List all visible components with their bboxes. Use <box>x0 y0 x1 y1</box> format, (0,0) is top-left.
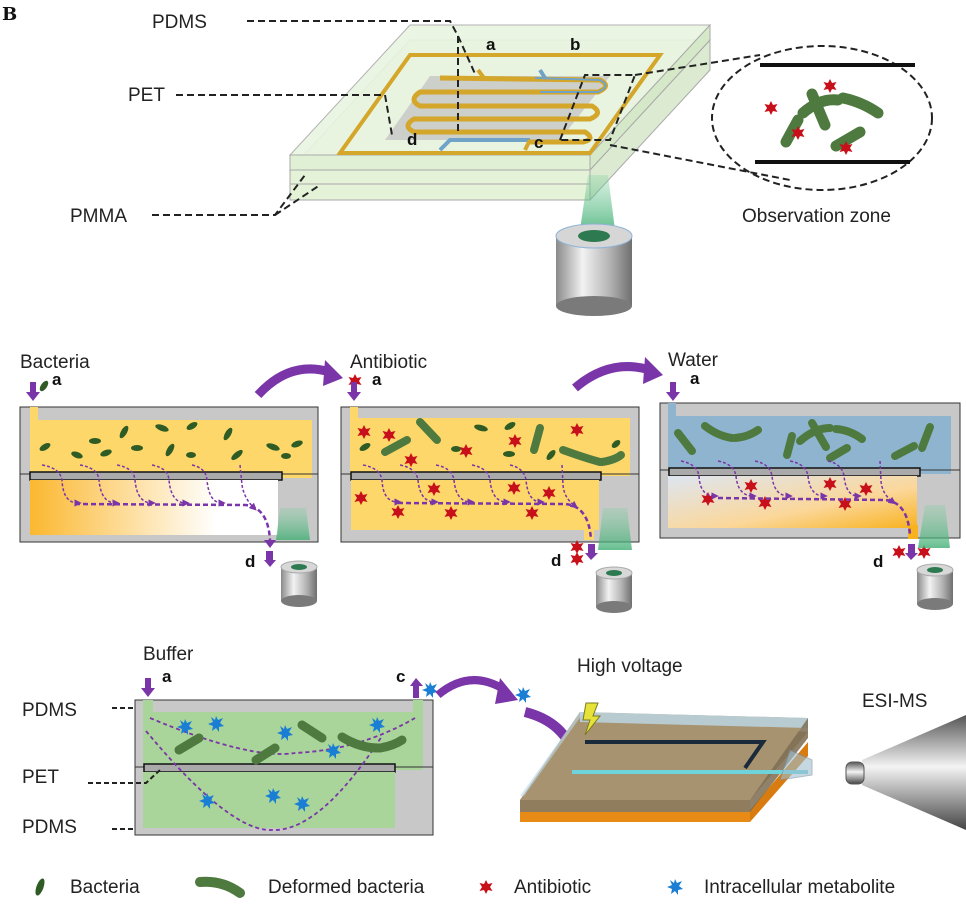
panel-label: B <box>2 4 17 25</box>
detector-top <box>555 223 633 316</box>
legend-label-metabolite: Intracellular metabolite <box>704 877 895 898</box>
bacteria-icon <box>35 878 45 896</box>
step-title-water: Water <box>668 350 719 371</box>
flow-arrow-1 <box>254 364 332 399</box>
observation-zone-caption: Observation zone <box>742 206 891 227</box>
transfer-arrow-head-1 <box>495 678 518 704</box>
bottom-layer-label-pdms-bottom: PDMS <box>22 817 77 838</box>
port-label-a: a <box>486 35 496 54</box>
inlet-label-a: a <box>372 370 382 389</box>
outlet-label-d: d <box>873 552 883 571</box>
port-label-b: b <box>570 35 580 54</box>
leader-lines <box>152 20 933 216</box>
esi-ms-label: ESI-MS <box>862 691 927 712</box>
step-title-antibiotic: Antibiotic <box>350 352 427 373</box>
layer-label-pdms: PDMS <box>152 12 207 33</box>
legend-label-deformed-bacteria: Deformed bacteria <box>268 877 425 898</box>
step-water <box>659 382 961 611</box>
step-title-bacteria: Bacteria <box>20 352 90 373</box>
legend: Bacteria Deformed bacteria Antibiotic In… <box>35 876 895 898</box>
inlet-label-a: a <box>52 370 62 389</box>
step-bacteria <box>19 380 319 608</box>
flow-arrow-head-1 <box>323 360 343 386</box>
layer-label-pet: PET <box>128 85 165 106</box>
legend-item-bacteria: Bacteria <box>35 877 140 898</box>
bottom-layer-label-pdms-top: PDMS <box>22 700 77 721</box>
inlet-label-a: a <box>690 369 700 388</box>
outlet-label-d: d <box>551 551 561 570</box>
legend-item-antibiotic: Antibiotic <box>479 877 591 898</box>
high-voltage-label: High voltage <box>577 656 683 677</box>
bottom-layer-label-pet: PET <box>22 767 59 788</box>
chip-3d <box>288 23 712 230</box>
esi-chip <box>520 702 813 822</box>
buffer-chamber <box>134 678 438 836</box>
transfer-arrow-1 <box>435 676 508 699</box>
layer-label-pmma: PMMA <box>70 206 127 227</box>
legend-label-bacteria: Bacteria <box>70 877 140 898</box>
flow-arrow-2 <box>572 362 652 392</box>
legend-label-antibiotic: Antibiotic <box>514 877 591 898</box>
bottom-leader-lines <box>88 707 161 830</box>
legend-item-metabolite: Intracellular metabolite <box>667 877 895 898</box>
flow-arrow-head-2 <box>643 357 663 384</box>
metabolite-icon <box>667 879 683 895</box>
esi-ms-cone <box>845 715 966 830</box>
deformed-bacteria-icon <box>195 876 245 898</box>
outlet-label-d: d <box>245 552 255 571</box>
buffer-title: Buffer <box>143 644 194 665</box>
observation-zone <box>755 63 915 164</box>
legend-item-deformed-bacteria: Deformed bacteria <box>195 876 425 898</box>
antibiotic-icon <box>479 880 493 894</box>
step-antibiotic <box>340 374 640 614</box>
port-label-d: d <box>407 130 417 149</box>
inlet-label-a: a <box>162 667 172 686</box>
outlet-label-c: c <box>396 667 405 686</box>
port-label-c: c <box>534 133 543 152</box>
